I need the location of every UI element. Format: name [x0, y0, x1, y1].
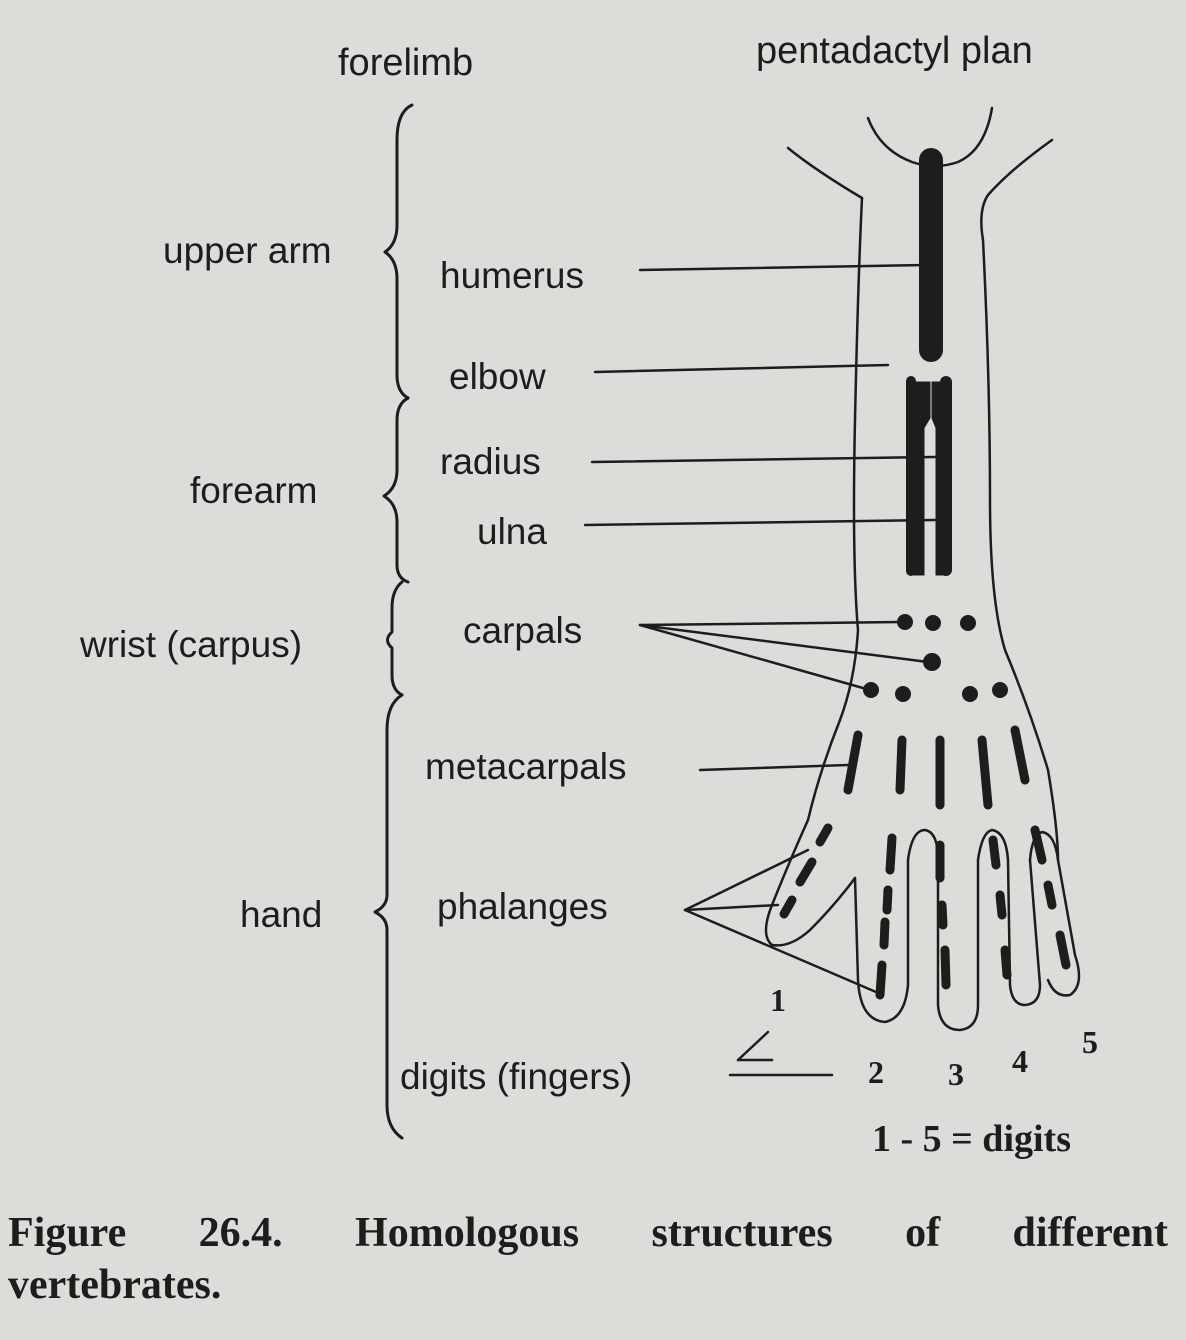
- bones: [863, 148, 1008, 702]
- humerus-label: humerus: [440, 255, 584, 296]
- carpals-label: carpals: [463, 610, 583, 651]
- digit-number-2: 2: [868, 1054, 884, 1090]
- elbow-label: elbow: [449, 356, 546, 397]
- phalanges-label: phalanges: [437, 886, 608, 927]
- pentadactyl-plan-heading: pentadactyl plan: [756, 30, 1033, 72]
- wrist-brace: [386, 580, 404, 697]
- carpal: [925, 615, 941, 631]
- digit-number-3: 3: [948, 1056, 964, 1092]
- carpal: [895, 686, 911, 702]
- radius-bone: [913, 381, 931, 576]
- humerus-bone: [919, 148, 943, 362]
- carpal: [960, 615, 976, 631]
- carpal: [992, 682, 1008, 698]
- upper-arm-label: upper arm: [163, 230, 332, 271]
- metacarpals-label: metacarpals: [425, 746, 627, 787]
- ulna-label: ulna: [477, 511, 547, 552]
- limb-outline: [764, 106, 1081, 1032]
- digit-number-1: 1: [770, 982, 786, 1018]
- forearm-label: forearm: [190, 470, 318, 511]
- hand-label: hand: [240, 894, 323, 935]
- figure-caption: Figure 26.4. Homologous structures of di…: [8, 1210, 1168, 1308]
- carpal: [863, 682, 879, 698]
- carpal: [923, 653, 941, 671]
- digit-key: 1 - 5 = digits: [872, 1118, 1071, 1160]
- radius-label: radius: [440, 441, 541, 482]
- carpal: [962, 686, 978, 702]
- upper-arm-brace: [383, 103, 414, 400]
- forearm-brace: [382, 396, 410, 584]
- leader-lines: [583, 263, 937, 1077]
- digits-label: digits (fingers): [400, 1056, 633, 1097]
- digit-number-5: 5: [1082, 1024, 1098, 1060]
- carpal: [897, 614, 913, 630]
- digit-number-4: 4: [1012, 1043, 1028, 1079]
- digit-bones: [779, 725, 1071, 1000]
- forelimb-heading: forelimb: [338, 42, 474, 84]
- wrist-label: wrist (carpus): [80, 624, 303, 665]
- hand-brace: [373, 693, 404, 1140]
